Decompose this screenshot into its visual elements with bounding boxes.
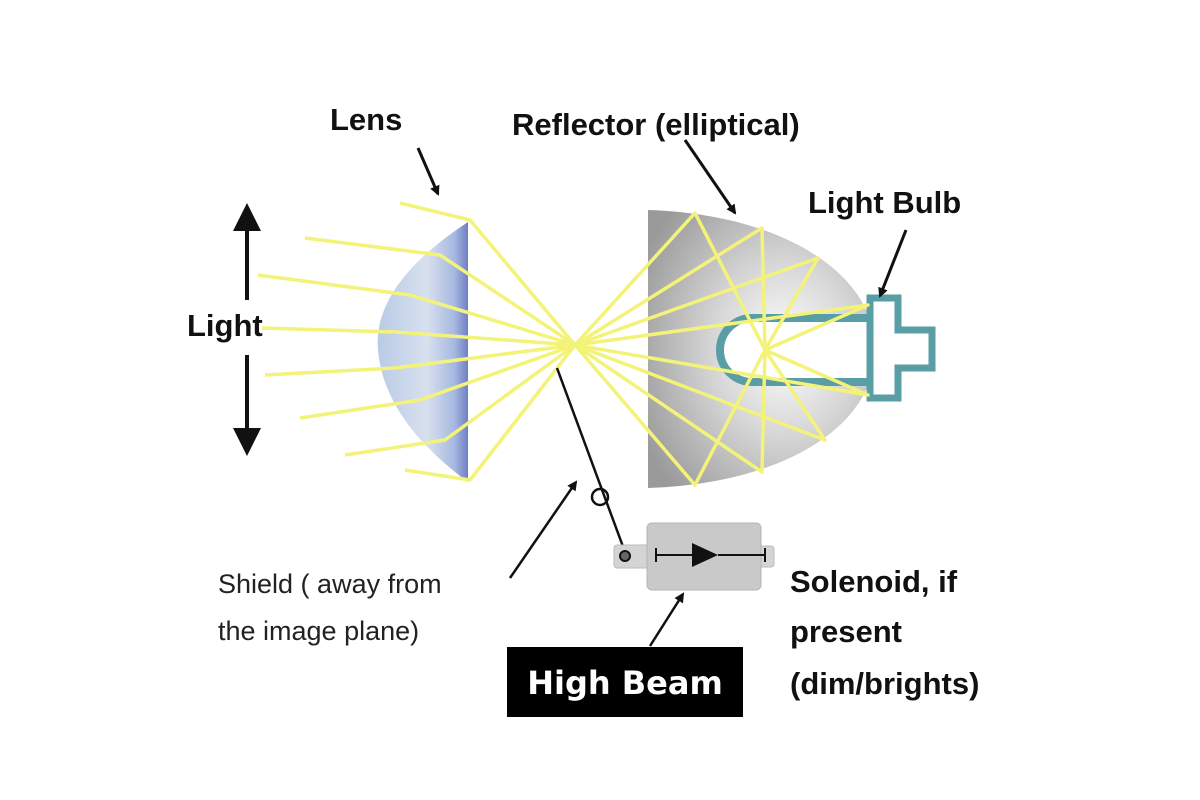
solenoid-play-icon: [692, 543, 718, 567]
high-beam-box: [507, 647, 743, 717]
solenoid-label-line2: present: [790, 614, 902, 649]
solenoid: [613, 522, 775, 591]
solenoid-label-line3: (dim/brights): [790, 666, 979, 701]
light-bulb-base: [866, 294, 936, 402]
light-bulb-arrow: [878, 229, 908, 298]
shield-pivot: [590, 487, 610, 507]
solenoid-label-line1: Solenoid, if: [790, 564, 958, 599]
shield-label-line2: the image plane): [218, 616, 419, 646]
shield-label-line1: Shield ( away from: [218, 569, 442, 599]
high-beam-arrow: [648, 592, 685, 647]
lens-rays: [257, 201, 577, 482]
reflector-label: Reflector (elliptical): [512, 107, 800, 142]
shield-arrow: [508, 480, 578, 579]
reflector-rays: [573, 211, 870, 487]
lens-arrow: [416, 147, 440, 196]
lens-label: Lens: [330, 102, 402, 137]
high-beam-label: High Beam: [527, 664, 723, 702]
light-bulb-label: Light Bulb: [808, 185, 961, 220]
reflector-arrow: [683, 139, 737, 215]
lens: [377, 222, 468, 482]
shield-rod: [555, 367, 627, 553]
light-label: Light: [187, 308, 263, 343]
